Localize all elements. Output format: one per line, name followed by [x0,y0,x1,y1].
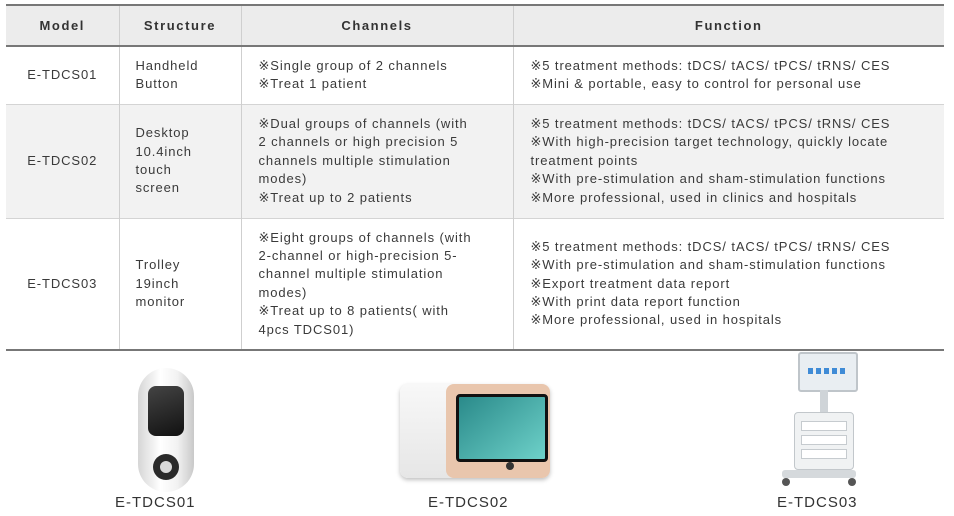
function-line: ※5 treatment methods: tDCS/ tACS/ tPCS/ … [530,115,891,131]
control-button [153,454,179,480]
device-screen [148,386,184,436]
structure-line: Desktop [135,125,190,141]
function-line: ※5 treatment methods: tDCS/ tACS/ tPCS/ … [530,57,891,73]
channels-cell: ※Single group of 2 channels ※Treat 1 pat… [240,46,514,104]
wheel-icon [848,478,856,486]
channels-line: ※Treat up to 2 patients [258,189,413,205]
device-cabinet [794,412,854,470]
header-function: Function [512,4,944,47]
function-line: ※With pre-stimulation and sham-stimulati… [530,171,886,187]
header-structure: Structure [118,4,242,47]
device-monitor [798,352,858,392]
trolley-device-image [768,352,858,492]
channels-line: channel multiple stimulation [258,266,444,282]
channels-cell: ※Eight groups of channels (with 2-channe… [240,218,514,350]
structure-line: Handheld [135,57,199,73]
channels-line: ※Single group of 2 channels [258,57,448,73]
function-line: ※More professional, used in clinics and … [530,189,858,205]
channels-line: modes) [258,284,308,300]
structure-cell: Handheld Button [118,46,242,104]
function-line: ※With high-precision target technology, … [530,134,889,150]
header-model: Model [6,4,120,47]
channels-line: 2-channel or high-precision 5- [258,247,458,263]
table-header-row: Model Structure Channels Function [6,4,944,47]
structure-line: screen [135,180,180,196]
channels-line: ※Treat up to 8 patients( with [258,303,449,319]
channels-line: ※Eight groups of channels (with [258,229,472,245]
device-base [782,470,856,478]
product-caption: E-TDCS01 [115,494,196,511]
channels-line: channels multiple stimulation [258,152,451,168]
structure-line: 10.4inch [135,143,192,159]
handheld-device-image [138,368,194,492]
structure-line: monitor [135,293,186,309]
channels-line: ※Dual groups of channels (with [258,115,468,131]
channels-line: ※Treat 1 patient [258,76,368,92]
function-line: ※Export treatment data report [530,275,731,291]
desktop-device-image [400,380,550,480]
model-cell: E-TDCS03 [6,218,120,350]
table-row: E-TDCS03 Trolley 19inch monitor ※Eight g… [6,218,944,350]
function-line: ※With print data report function [530,293,741,309]
function-line: ※With pre-stimulation and sham-stimulati… [530,257,886,273]
structure-cell: Desktop 10.4inch touch screen [118,104,242,218]
channels-cell: ※Dual groups of channels (with 2 channel… [240,104,514,218]
structure-line: Button [135,76,179,92]
device-knob [506,462,514,470]
structure-cell: Trolley 19inch monitor [118,218,242,350]
device-pole [820,390,828,414]
function-cell: ※5 treatment methods: tDCS/ tACS/ tPCS/ … [512,218,944,350]
function-cell: ※5 treatment methods: tDCS/ tACS/ tPCS/ … [512,46,944,104]
channels-line: 2 channels or high precision 5 [258,134,459,150]
model-cell: E-TDCS02 [6,104,120,218]
function-line: ※5 treatment methods: tDCS/ tACS/ tPCS/ … [530,238,891,254]
product-caption: E-TDCS03 [777,494,858,511]
channels-line: 4pcs TDCS01) [258,321,355,337]
product-spec-table: Model Structure Channels Function E-TDCS… [6,4,944,351]
product-caption: E-TDCS02 [428,494,509,511]
header-channels: Channels [240,4,514,47]
table-row: E-TDCS01 Handheld Button ※Single group o… [6,46,944,104]
structure-line: touch [135,162,172,177]
function-line: ※More professional, used in hospitals [530,312,783,328]
function-line: treatment points [530,152,639,168]
table-row: E-TDCS02 Desktop 10.4inch touch screen ※… [6,104,944,218]
channels-line: modes) [258,171,308,187]
structure-line: Trolley [135,257,181,273]
wheel-icon [782,478,790,486]
device-screen [456,394,548,462]
function-line: ※Mini & portable, easy to control for pe… [530,76,862,92]
model-cell: E-TDCS01 [6,46,120,104]
structure-line: 19inch [135,275,180,291]
function-cell: ※5 treatment methods: tDCS/ tACS/ tPCS/ … [512,104,944,218]
